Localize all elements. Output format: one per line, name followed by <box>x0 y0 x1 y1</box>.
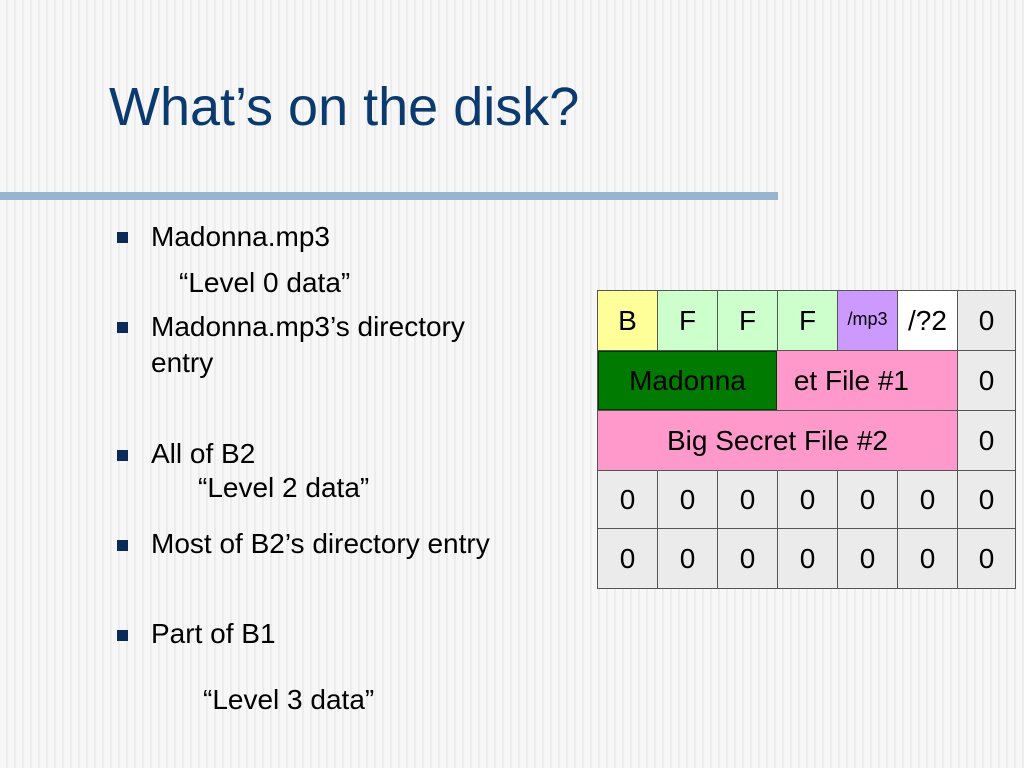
block-cell-unknown: /?2 <box>898 291 958 351</box>
bullet-most-of-b2-entry: Most of B2’s directory entry <box>151 528 490 559</box>
block-cell-zero: 0 <box>958 351 1015 411</box>
madonna-overlay-box: Madonna <box>598 351 777 410</box>
slide-title: What’s on the disk? <box>109 77 580 137</box>
block-cell-zero: 0 <box>958 471 1015 529</box>
block-secret-file-2: Big Secret File #2 <box>598 411 958 471</box>
bullet-madonna-mp3: Madonna.mp3 <box>151 221 331 252</box>
disk-block-grid: B F F F /mp3 /?2 0 et File #1 0 Big Secr… <box>597 290 1016 589</box>
block-cell-zero: 0 <box>958 411 1015 471</box>
subline-level-2: “Level 2 data” <box>198 472 370 503</box>
bullet-directory-entry: Madonna.mp3’s directory <box>151 311 465 342</box>
bullet-all-of-b2: All of B2 <box>151 438 256 469</box>
bullet-marker <box>117 232 128 243</box>
block-cell-zero: 0 <box>958 291 1015 351</box>
block-cell-zero: 0 <box>898 529 958 588</box>
block-cell-mp3: /mp3 <box>838 291 898 351</box>
block-cell-zero: 0 <box>898 471 958 529</box>
bullet-marker <box>117 322 128 333</box>
block-cell-zero: 0 <box>778 471 838 529</box>
title-divider <box>0 192 778 200</box>
subline-level-3: “Level 3 data” <box>203 684 375 715</box>
bullet-marker <box>117 630 128 641</box>
block-cell-zero: 0 <box>778 529 838 588</box>
block-cell-f: F <box>778 291 838 351</box>
block-cell-f: F <box>658 291 718 351</box>
bullet-part-of-b1: Part of B1 <box>151 618 276 649</box>
bullet-marker <box>117 450 128 461</box>
block-cell-zero: 0 <box>838 529 898 588</box>
bullet-marker <box>117 540 128 551</box>
block-cell-zero: 0 <box>598 471 658 529</box>
block-cell-zero: 0 <box>718 529 778 588</box>
block-cell-zero: 0 <box>718 471 778 529</box>
block-cell-zero: 0 <box>658 529 718 588</box>
block-cell-zero: 0 <box>978 542 995 574</box>
block-cell-b: B <box>598 291 658 351</box>
bullet-directory-entry-continued: entry <box>151 347 214 378</box>
block-cell-zero: 0 <box>658 471 718 529</box>
subline-level-0: “Level 0 data” <box>179 267 351 298</box>
block-cell-zero: 0 <box>598 529 658 588</box>
block-cell-f: F <box>718 291 778 351</box>
block-cell-zero: 0 <box>838 471 898 529</box>
